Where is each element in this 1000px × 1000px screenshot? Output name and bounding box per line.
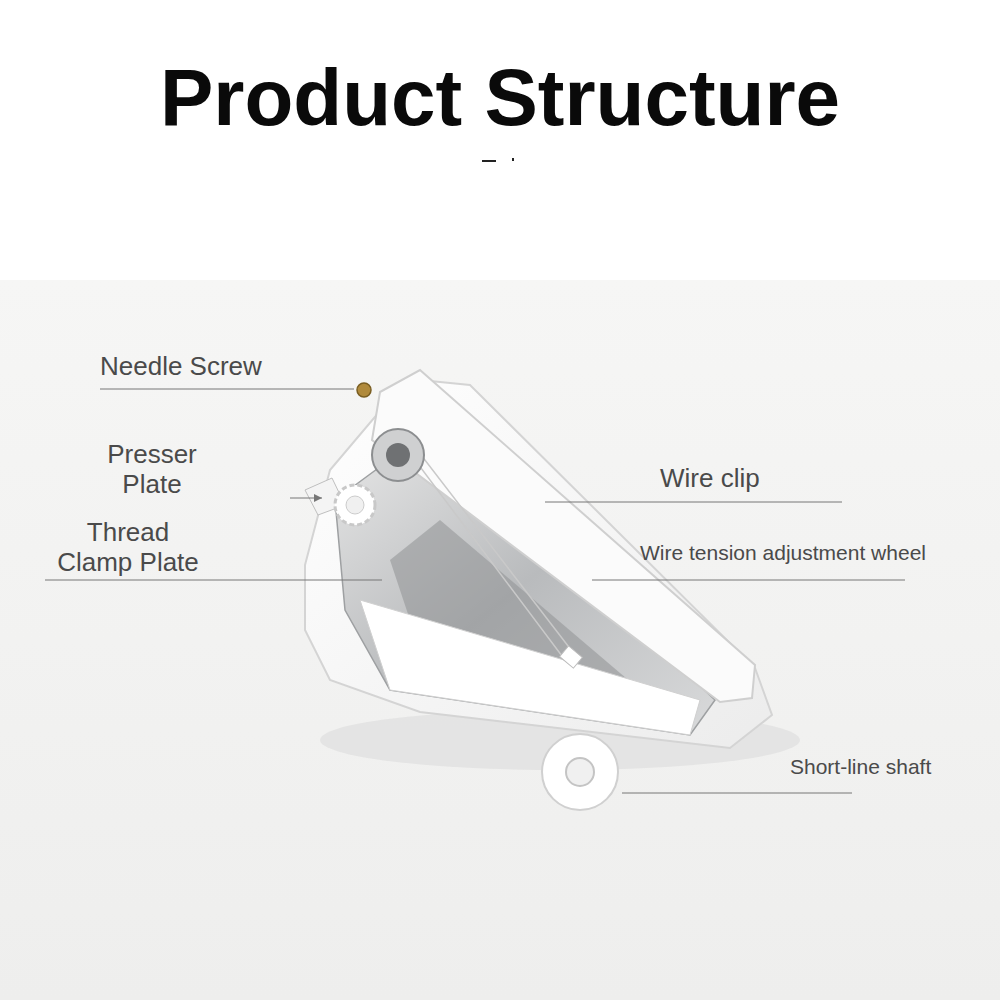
title-mark: [512, 158, 514, 161]
needle-wheel: [372, 429, 424, 481]
leader-line: [622, 793, 852, 794]
page-title: Product Structure: [0, 52, 1000, 144]
thread: [400, 438, 575, 660]
wire-clip-part: [560, 646, 583, 668]
spool: [542, 734, 618, 810]
spool-hub: [566, 758, 594, 786]
part-label: Presser Plate: [88, 440, 216, 500]
leader-line: [100, 389, 354, 390]
tension-gear-hub: [346, 496, 364, 514]
leader-line: [592, 580, 905, 581]
leader-arrow: [314, 494, 322, 502]
part-label: Wire clip: [660, 464, 760, 494]
top-ground: [0, 0, 1000, 280]
leader-line: [545, 502, 842, 503]
part-label: Wire tension adjustment wheel: [640, 541, 926, 565]
part-label: Thread Clamp Plate: [52, 518, 204, 578]
title-mark: [482, 160, 496, 162]
needle-screw-part: [357, 383, 371, 397]
top-lid: [372, 370, 755, 702]
needle-wheel-hub: [386, 443, 410, 467]
part-label: Short-line shaft: [790, 755, 931, 779]
photo-ground: [0, 280, 1000, 1000]
tension-gear: [335, 485, 375, 525]
leader-line: [45, 580, 382, 581]
part-label: Needle Screw: [100, 352, 262, 382]
